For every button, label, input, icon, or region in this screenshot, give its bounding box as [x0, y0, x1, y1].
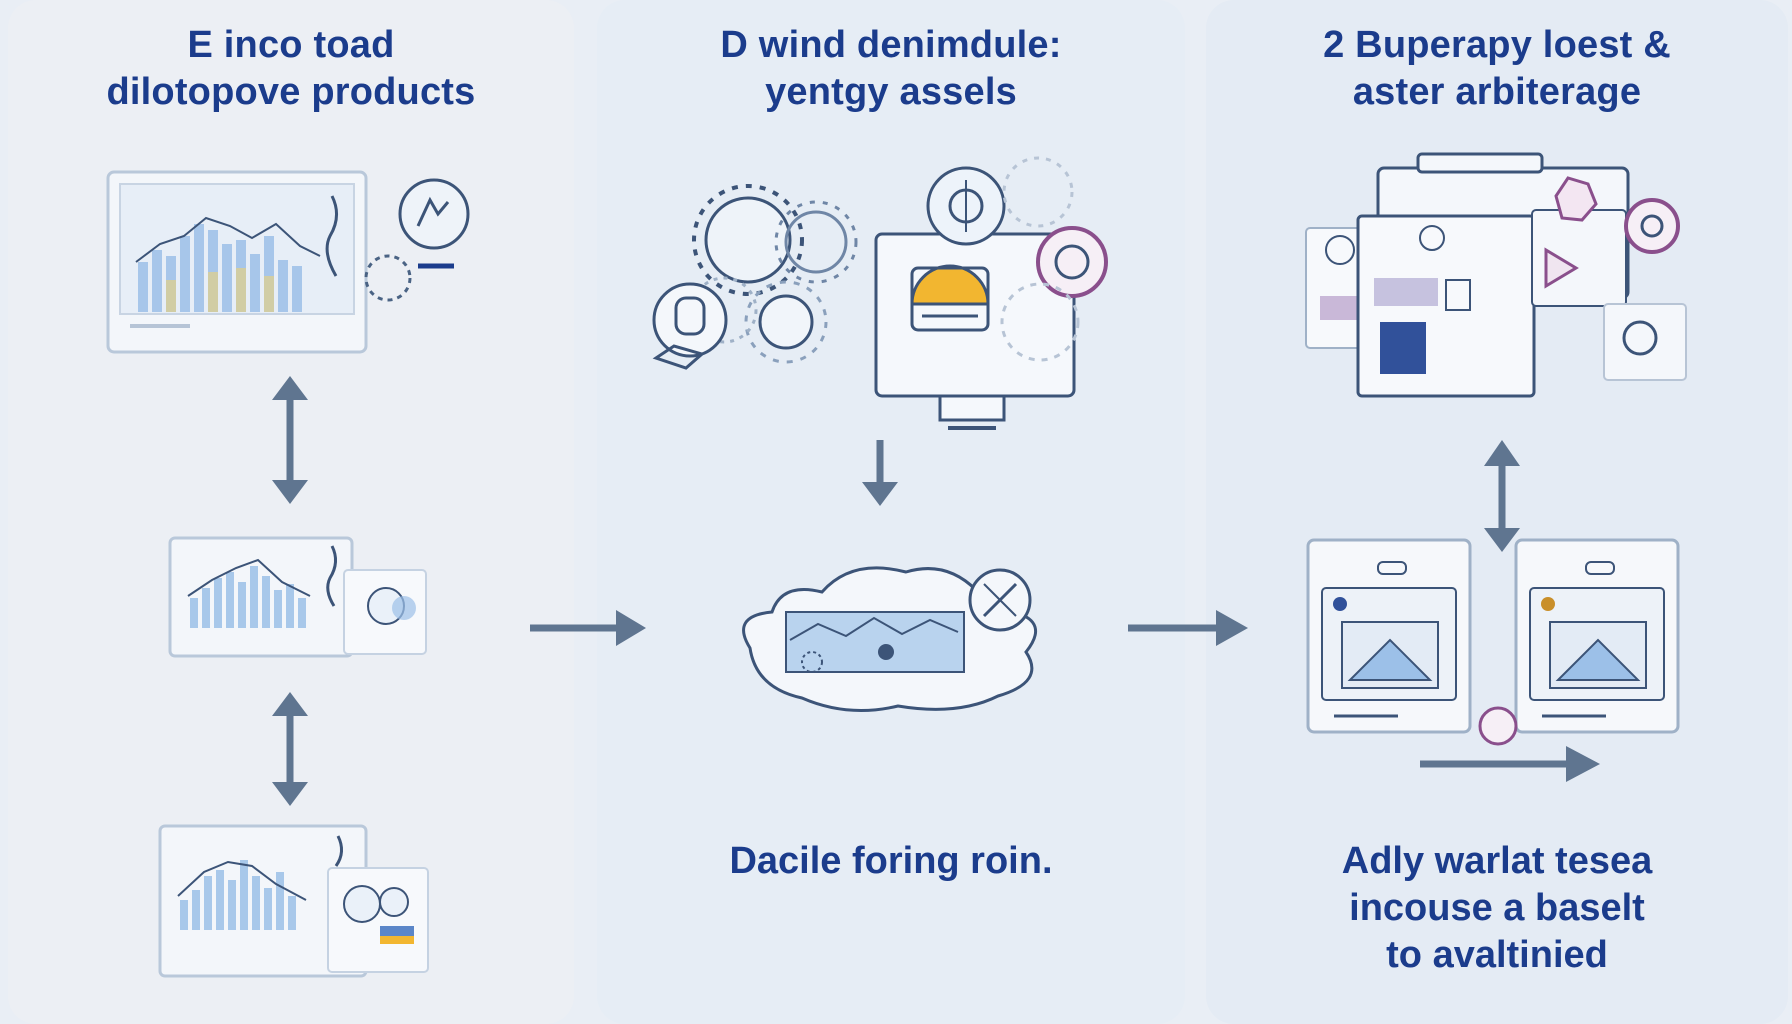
dashboard-chart-large [106, 170, 470, 354]
panel-3-title-line-1: 2 Buperapy loest & [1323, 24, 1671, 66]
gear-cluster [652, 184, 858, 370]
panel-2-caption: Dacile foring roin. [729, 840, 1053, 882]
browser-window-stack [1305, 152, 1687, 398]
panel-3-caption-line-3: to avaltinied [1386, 934, 1608, 976]
cloud-processing-icon [742, 566, 1037, 712]
arrow-panel-1-to-2 [530, 610, 646, 646]
panel-2-title: D wind denimdule: yentgy assels [597, 22, 1185, 116]
panel-wind-module [597, 0, 1185, 1024]
monitor-icon [874, 156, 1108, 430]
dashboard-chart-medium [168, 536, 427, 658]
vertical-double-arrow-3 [1484, 440, 1520, 552]
panel-2-title-line-1: D wind denimdule: [720, 24, 1062, 66]
panel-1-title-line-1: E inco toad [187, 24, 395, 66]
panel-3-caption-line-2: incouse a baselt [1349, 887, 1645, 929]
panel-2-title-line-2: yentgy assels [765, 71, 1017, 113]
arrow-panel-2-to-3 [1128, 610, 1248, 646]
panel-1-title-line-2: dilotopove products [106, 71, 476, 113]
vertical-double-arrow-2 [272, 692, 308, 806]
comparison-windows [1306, 538, 1680, 782]
panel-3-caption: Adly warlat tesea incouse a baselt to av… [1206, 838, 1788, 979]
dashboard-chart-small [158, 824, 429, 978]
panel-3-title: 2 Buperapy loest & aster arbiterage [1206, 22, 1788, 116]
panel-1-title: E inco toad dilotopove products [8, 22, 574, 116]
panel-3-caption-line-1: Adly warlat tesea [1341, 840, 1653, 882]
vertical-double-arrow-1 [272, 376, 308, 504]
down-arrow [862, 440, 898, 506]
panel-3-title-line-2: aster arbiterage [1352, 71, 1642, 113]
